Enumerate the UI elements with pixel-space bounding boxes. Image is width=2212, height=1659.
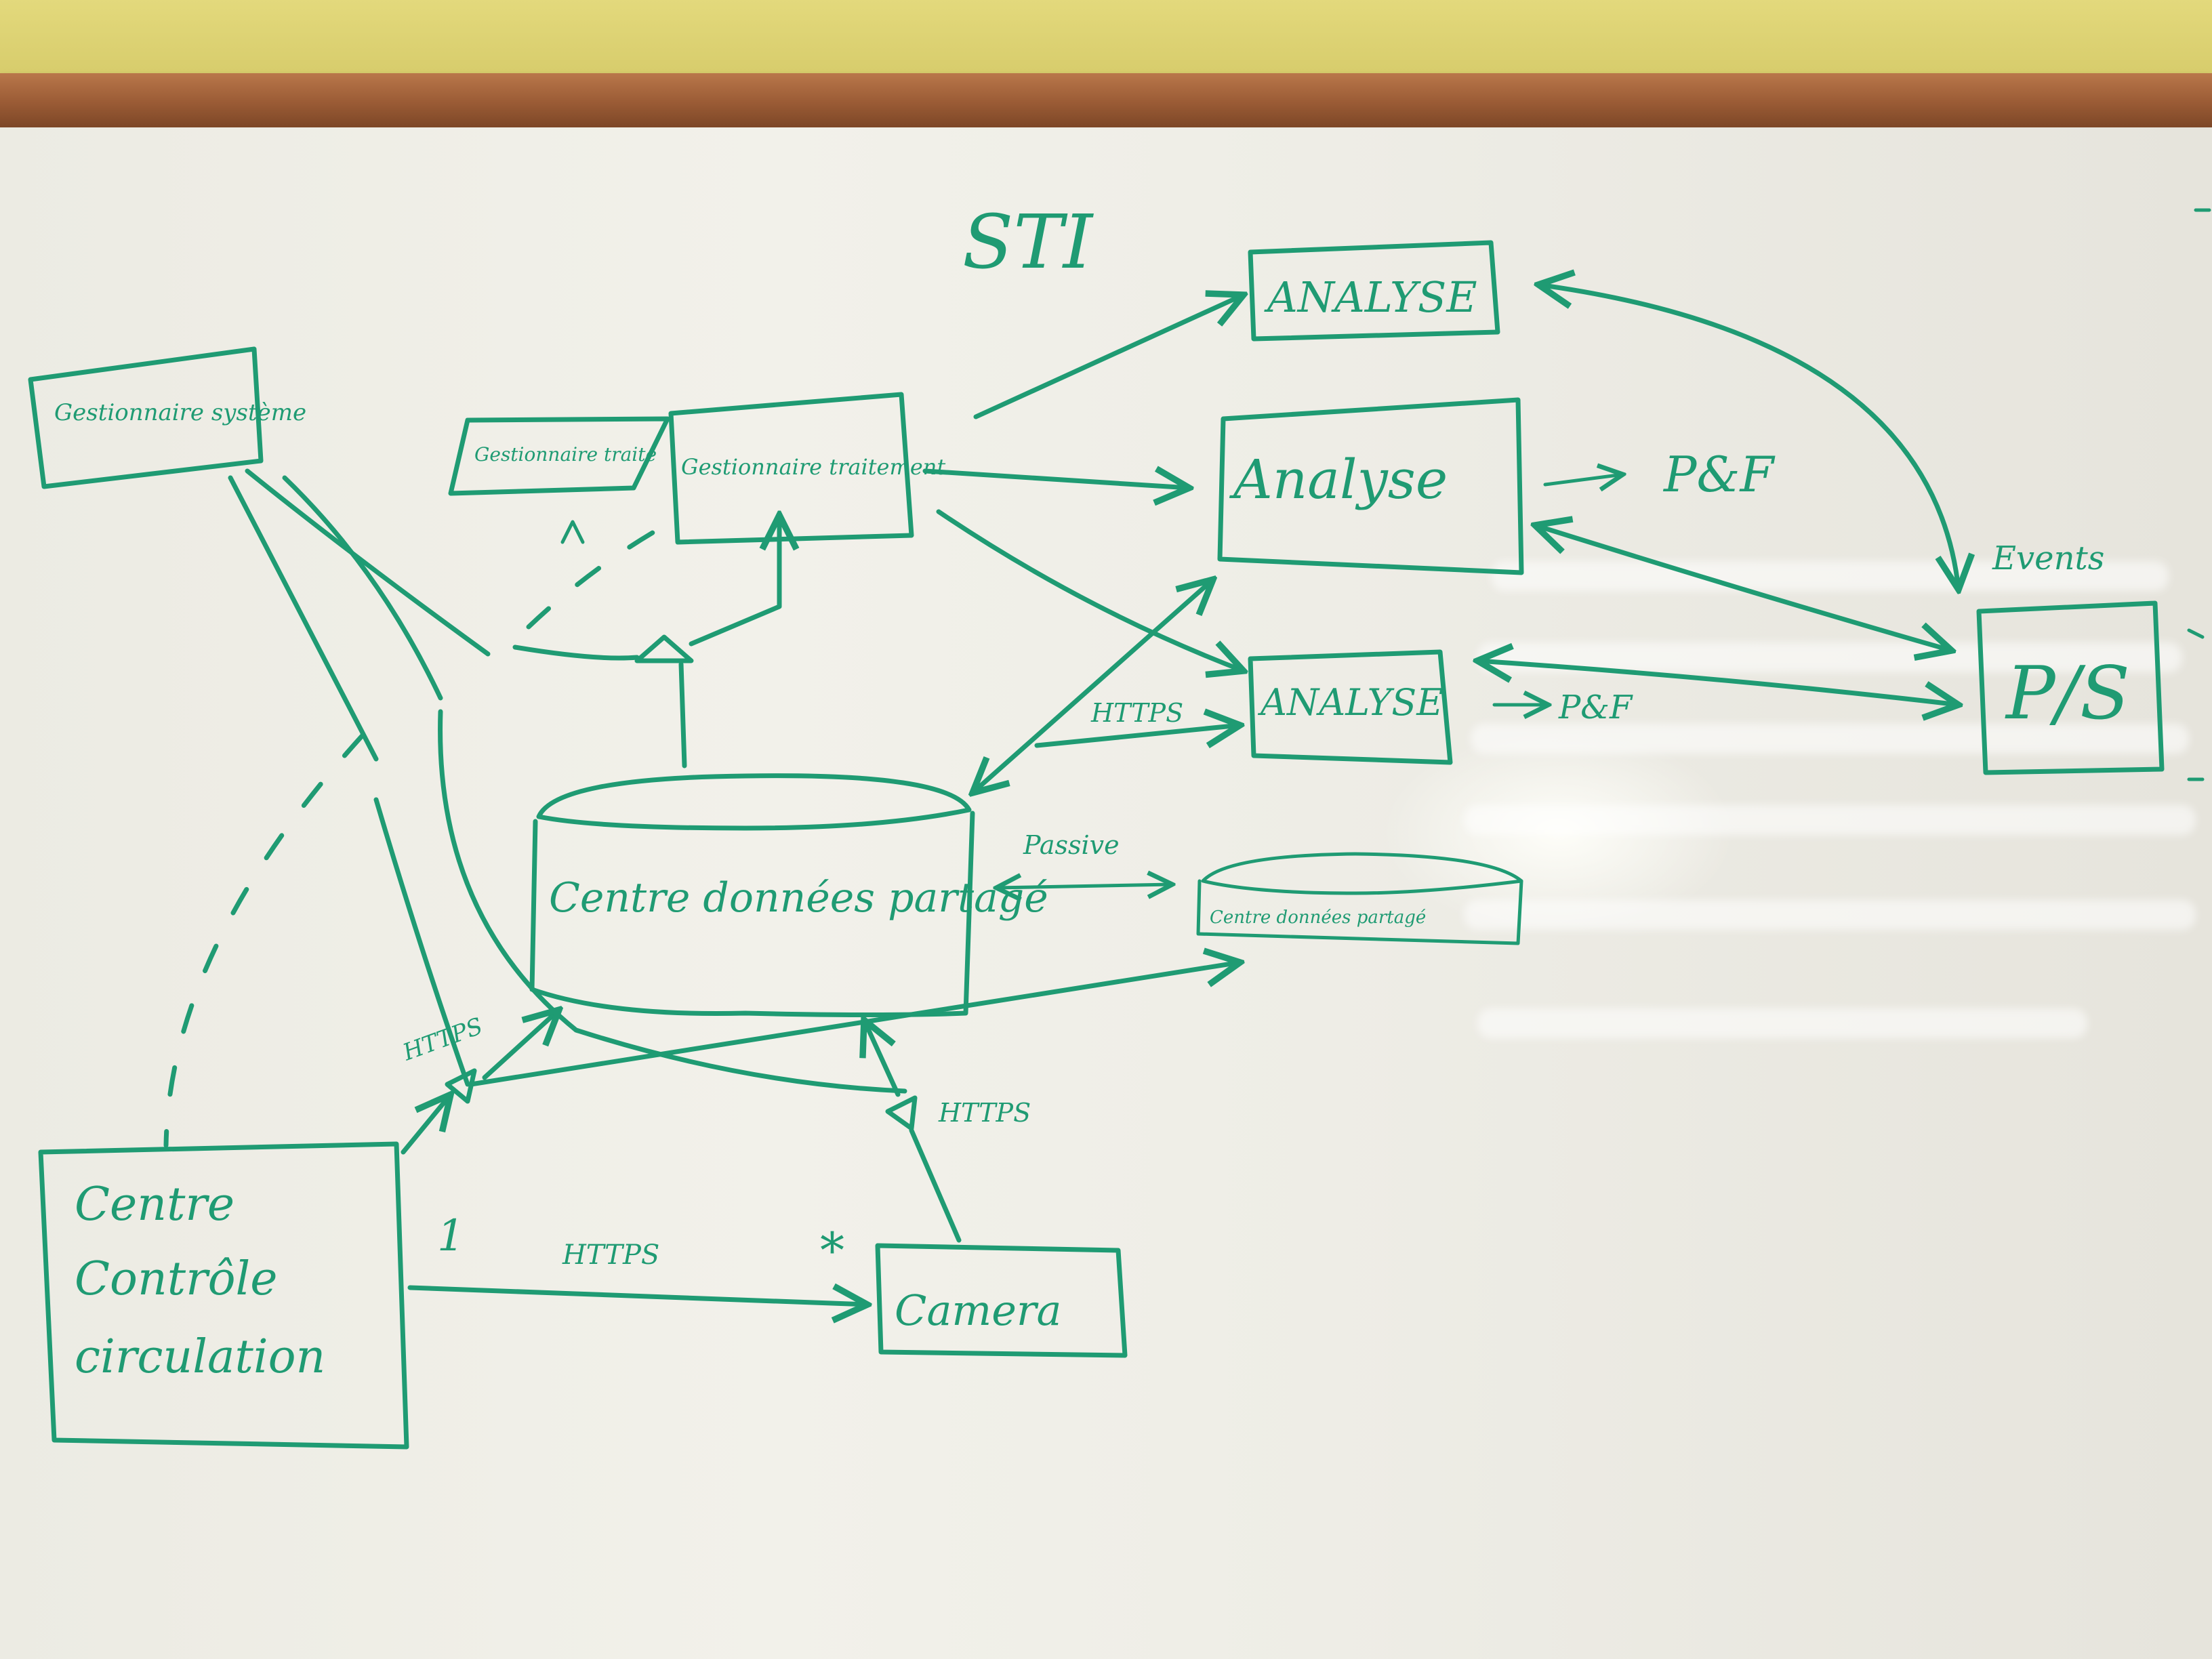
passive-label: Passive	[1023, 830, 1120, 860]
ps-label: P/S	[2005, 651, 2130, 736]
centre-donnees-partage-body	[1196, 879, 1523, 945]
multiplicity-many: *	[820, 1222, 844, 1279]
edge-system-1	[245, 468, 491, 657]
analyse-2-label: Analyse	[1229, 448, 1448, 511]
wall	[0, 0, 2212, 81]
pf-label-1: P&F	[1662, 446, 1776, 503]
window-reflection	[1477, 1008, 2087, 1038]
window-reflection	[1471, 724, 2189, 754]
analyse-1-box	[1248, 240, 1500, 342]
edge-analyse-3-ps	[1477, 661, 1959, 705]
edge-triangle-left	[512, 644, 640, 661]
centre-donnees-partage-top	[1201, 852, 1523, 895]
edge-dashed-traite	[526, 516, 680, 630]
whiteboard-frame	[0, 73, 2212, 127]
analyse-2-box	[1217, 397, 1524, 575]
edge-camera-triangle	[909, 1128, 962, 1243]
edge-donnees-up	[678, 661, 687, 769]
edge-controle-camera	[407, 1288, 867, 1305]
pf-label-2: P&F	[1558, 689, 1633, 726]
traite-arrowhead	[560, 520, 585, 544]
centre-donnees-label: Centre données partagé	[549, 874, 1048, 922]
window-reflection	[1464, 900, 2196, 930]
edge-controle-partage	[468, 962, 1240, 1087]
edge-donnees-analyse-2	[972, 579, 1213, 793]
centre-controle-line-3: circulation	[75, 1330, 325, 1384]
edge-traitement-analyse-1	[973, 295, 1244, 419]
window-reflection	[1464, 805, 2196, 835]
centre-donnees-top	[536, 773, 972, 831]
gestion-traite-box	[448, 416, 670, 496]
centre-controle-line-1: Centre	[75, 1178, 234, 1231]
edge-analyse-2-ps	[1535, 525, 1952, 651]
https-label-3: HTTPS	[938, 1098, 1031, 1128]
gestion-system-label: Gestionnaire système	[54, 399, 306, 426]
centre-controle-line-2: Contrôle	[75, 1252, 278, 1306]
edge-system-camera	[438, 709, 907, 1094]
https-label-1: HTTPS	[1090, 698, 1183, 728]
inheritance-triangle-camera	[885, 1095, 918, 1131]
centre-controle-box	[38, 1141, 409, 1450]
gestion-traitement-label: Gestionnaire traitement	[681, 454, 945, 480]
edge-traitement-analyse-2	[922, 471, 1189, 488]
edge-triangle-traitement	[689, 515, 779, 647]
camera-label: Camera	[895, 1286, 1062, 1335]
edge-controle-triangle	[401, 1094, 451, 1155]
inheritance-triangle-top	[634, 634, 694, 663]
multiplicity-one: 1	[437, 1211, 465, 1261]
https-label-2: HTTPS	[398, 1012, 486, 1067]
edge-system-2	[282, 475, 443, 701]
analyse-1-label: ANALYSE	[1264, 272, 1477, 322]
gestion-traitement-box	[668, 392, 914, 545]
edge-triangle-donnees	[864, 1020, 901, 1097]
https-label-4: HTTPS	[562, 1240, 659, 1271]
edge-donnees-passive	[996, 884, 1172, 888]
analyse-3-box	[1248, 649, 1453, 765]
edge-analyse-2-pf	[1543, 474, 1623, 485]
edge-dashed-controle	[163, 733, 365, 1148]
edge-system-down	[373, 797, 470, 1087]
edge-donnees-analyse-3	[1034, 725, 1240, 745]
gestion-traite-label: Gestionnaire traité	[474, 443, 657, 466]
ps-edge-marks	[2187, 208, 2211, 781]
camera-box	[875, 1243, 1128, 1358]
events-label: Events	[1992, 539, 2104, 577]
gestion-system-box	[28, 346, 264, 489]
edge-system-3	[228, 475, 379, 762]
centre-donnees-partage-label: Centre données partagé	[1210, 907, 1426, 928]
diagram-title: STI	[962, 199, 1094, 285]
edge-controle-donnees	[482, 1010, 559, 1080]
analyse-3-label: ANALYSE	[1257, 681, 1443, 724]
ps-box	[1976, 600, 2165, 775]
